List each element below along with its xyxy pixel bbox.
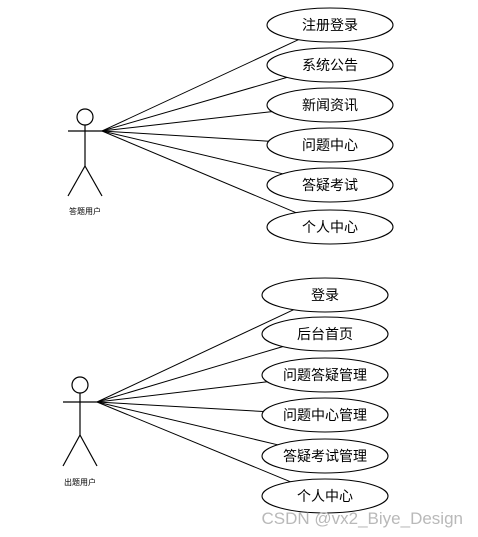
use-case-label: 答疑考试	[302, 177, 358, 194]
association-line	[96, 401, 291, 483]
actor-left-leg	[62, 434, 81, 467]
use-case: 个人中心	[266, 209, 394, 245]
use-case-ellipse	[261, 478, 389, 514]
use-case: 答疑考试	[266, 167, 394, 203]
use-case: 问题答疑管理	[261, 357, 389, 393]
association-line	[101, 111, 273, 132]
use-case-ellipse	[261, 316, 389, 352]
use-case: 问题中心	[266, 127, 394, 163]
association-line	[101, 76, 288, 132]
actor-head	[76, 108, 94, 126]
association-lines	[96, 39, 299, 483]
actor-left-leg	[67, 165, 86, 197]
association-line	[101, 130, 269, 142]
use-case-label: 问题中心	[302, 138, 358, 154]
use-case-ellipse	[261, 438, 389, 474]
actor-right-leg	[79, 434, 98, 467]
association-line	[96, 401, 278, 446]
use-case: 系统公告	[266, 47, 394, 83]
use-case-ellipse	[266, 87, 394, 123]
use-case-label: 登录	[311, 288, 339, 304]
use-case-label: 个人中心	[297, 489, 353, 505]
actor-label: 出题用户	[64, 477, 96, 487]
actor-right-leg	[84, 165, 103, 197]
use-case: 登录	[261, 277, 389, 313]
use-case-ellipse	[266, 47, 394, 83]
use-case-ellipse	[266, 127, 394, 163]
actor-1: 答题用户	[67, 108, 103, 216]
use-case-label: 新闻资讯	[302, 98, 358, 114]
use-case-label: 注册登录	[302, 18, 358, 34]
association-line	[101, 39, 299, 132]
actor-head	[71, 376, 89, 394]
use-case: 个人中心	[261, 478, 389, 514]
use-cases: 注册登录系统公告新闻资讯问题中心答疑考试个人中心登录后台首页问题答疑管理问题中心…	[261, 7, 394, 514]
use-case-ellipse	[266, 167, 394, 203]
association-line	[96, 401, 264, 412]
use-case-ellipse	[261, 357, 389, 393]
association-line	[101, 130, 297, 214]
watermark: CSDN @vx2_Biye_Design	[261, 509, 463, 528]
use-case-label: 后台首页	[297, 327, 353, 343]
use-case: 答疑考试管理	[261, 438, 389, 474]
use-case: 新闻资讯	[266, 87, 394, 123]
association-line	[96, 381, 268, 403]
use-case-ellipse	[261, 277, 389, 313]
use-case-label: 答疑考试管理	[283, 448, 367, 465]
use-case-label: 问题中心管理	[283, 408, 367, 424]
use-case: 问题中心管理	[261, 397, 389, 433]
use-case-ellipse	[266, 209, 394, 245]
use-case-label: 个人中心	[302, 220, 358, 236]
association-line	[96, 346, 283, 403]
association-line	[96, 309, 294, 403]
actor-label: 答题用户	[69, 206, 101, 216]
use-case: 注册登录	[266, 7, 394, 43]
association-line	[101, 130, 283, 175]
actor-2: 出题用户	[62, 376, 98, 487]
use-case-label: 问题答疑管理	[283, 367, 367, 384]
use-case-ellipse	[261, 397, 389, 433]
use-case-ellipse	[266, 7, 394, 43]
use-case-label: 系统公告	[302, 58, 358, 74]
use-case: 后台首页	[261, 316, 389, 352]
